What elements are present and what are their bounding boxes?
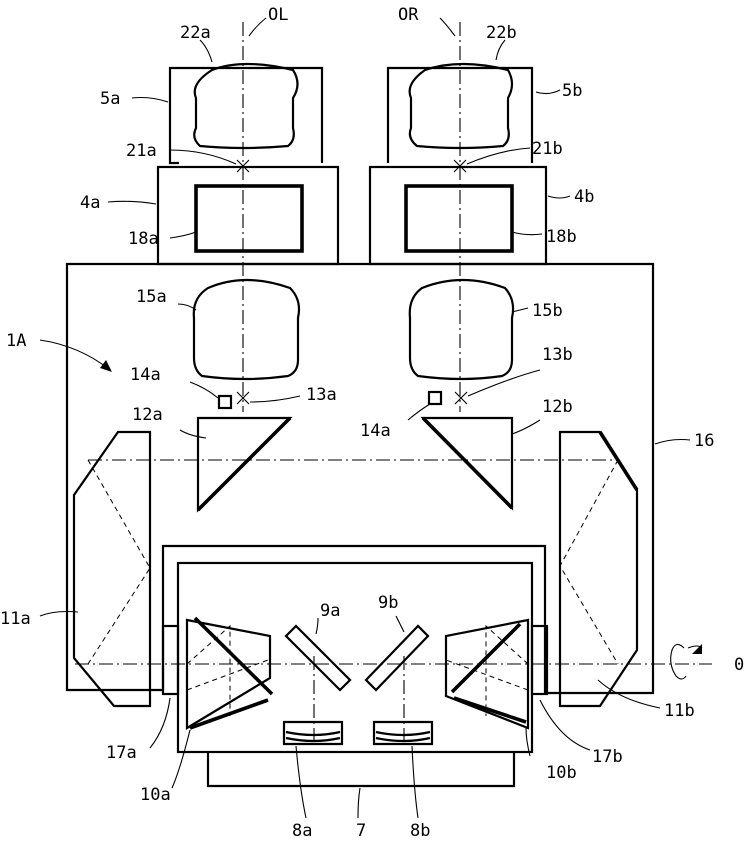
label-17b: 17b [592,747,623,767]
label-15a: 15a [136,287,167,307]
prism-12a-reflective-face [198,418,290,510]
label-8b: 8b [410,821,430,841]
label-21a: 21a [126,141,157,161]
leader-4b [548,196,570,198]
prism-10a-base [190,700,268,728]
leader-8a [296,746,306,818]
lens-22b [410,64,512,148]
prism-10b [446,620,528,728]
connector-17a [163,626,178,694]
leader-21a [170,150,236,164]
label-14a-right: 14a [360,421,391,441]
prism-10b-base [454,698,526,722]
label-8a: 8a [292,821,312,841]
prism-11b-dashes [560,460,618,664]
sensor-14a-right [429,392,441,404]
label-5a: 5a [100,89,120,109]
label-11b: 11b [664,701,695,721]
leader-13a [250,396,300,402]
label-OR: OR [398,5,419,25]
label-11a: 11a [0,609,31,629]
element-18a [196,186,302,251]
leader-16 [655,440,690,445]
leader-17a [150,698,170,748]
prism-11b-thick-edge [600,432,637,490]
leader-OL [249,18,266,36]
lens-15a [194,280,299,379]
label-18b: 18b [546,227,577,247]
lens-8b [374,722,432,744]
label-22b: 22b [486,23,517,43]
leader-5b [536,90,560,94]
label-13b: 13b [542,345,573,365]
leader-22b [496,40,505,60]
leader-15b [512,308,528,312]
leader-11a [40,612,78,617]
lens-8a [284,722,342,744]
label-OL: OL [268,5,288,25]
prism-10b-dashes [446,626,528,716]
leader-18b [512,232,542,235]
prism-11a [74,432,150,706]
label-13a: 13a [306,385,337,405]
label-17a: 17a [106,743,137,763]
label-9a: 9a [320,601,340,621]
housing-16 [67,264,653,693]
label-9b: 9b [378,593,398,613]
label-21b: 21b [532,139,563,159]
leader-12a [180,430,206,438]
element-18b [406,186,512,251]
leader-1A-head [100,360,112,372]
rotation-arrow [671,644,686,679]
label-1A: 1A [6,331,26,351]
prism-12b-reflective-face [423,418,512,508]
leader-1A [40,340,110,370]
leader-12b [512,420,540,434]
leader-7 [358,788,360,818]
leader-18a [170,232,196,238]
label-10b: 10b [546,763,577,783]
leader-4a [108,201,156,204]
label-22a: 22a [180,23,211,43]
label-12a: 12a [132,405,163,425]
label-5b: 5b [562,81,582,101]
label-12b: 12b [542,397,573,417]
label-15b: 15b [532,301,563,321]
leader-5a [132,98,168,103]
leader-8b [412,746,418,818]
label-16: 16 [694,431,714,451]
mirror-9b [366,626,428,690]
prism-10a [187,620,270,728]
leader-9b [396,616,404,632]
label-7: 7 [356,821,366,841]
point-13b [455,392,467,404]
housing-7-inner [178,563,532,752]
mirror-9a [286,626,350,690]
label-O: 0 [734,655,744,675]
leader-21b [467,148,530,164]
label-4b: 4b [574,187,594,207]
label-4a: 4a [80,193,100,213]
label-10a: 10a [140,785,171,805]
leader-14a-left [190,382,218,398]
label-18a: 18a [128,229,159,249]
lens-22a [194,64,297,148]
leader-22a [200,40,212,62]
sensor-14a-left [219,396,231,408]
prism-11a-dashes [88,460,150,664]
leader-17b [540,700,590,750]
housing-7-base [208,752,514,786]
label-14a-left: 14a [130,365,161,385]
leader-9a [316,618,318,634]
leader-10a [172,730,190,788]
leader-OR [440,18,455,36]
lens-15b [410,280,513,379]
